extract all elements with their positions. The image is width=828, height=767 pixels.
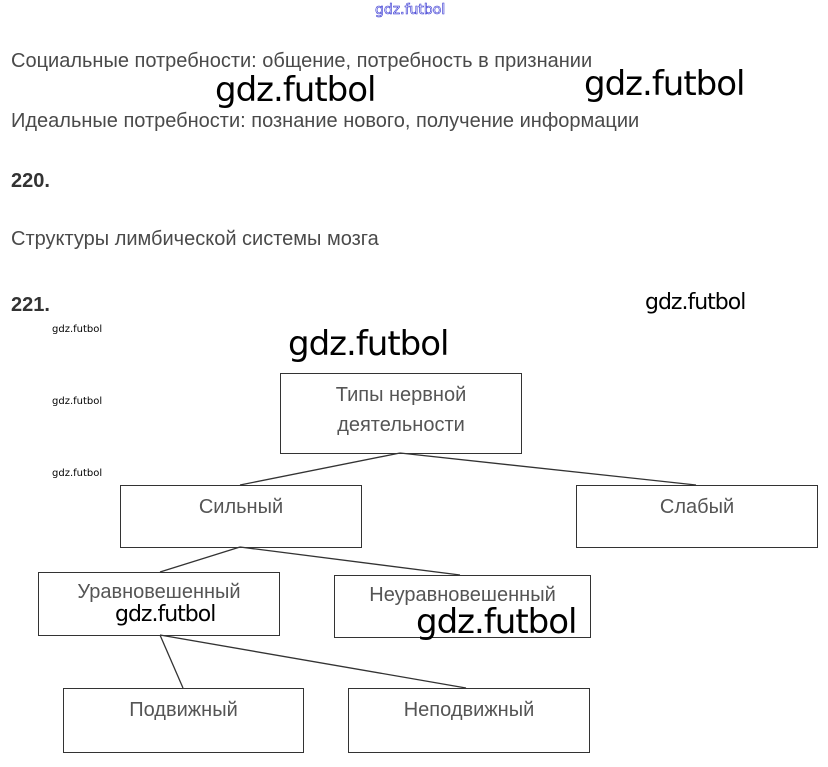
connector-root-strong [239, 452, 401, 486]
watermark-top: gdz.futbol [375, 2, 446, 19]
connector-balanced-mobile [159, 634, 184, 689]
task-number-220: 220. [11, 170, 50, 192]
connector-strong-balanced [159, 546, 241, 573]
watermark: gdz.futbol [584, 64, 745, 104]
ideal-needs-text: Идеальные потребности: познание нового, … [11, 110, 640, 132]
limbic-system-text: Структуры лимбической системы мозга [11, 228, 379, 250]
node-balanced: Уравновешенный [38, 572, 280, 636]
node-weak: Слабый [576, 485, 818, 548]
node-nervous-activity-types: Типы нервной деятельности [280, 373, 522, 454]
node-mobile: Подвижный [63, 688, 304, 753]
watermark: gdz.futbol [52, 324, 103, 335]
watermark: gdz.futbol [52, 396, 103, 407]
connector-root-weak [399, 452, 697, 486]
node-inert: Неподвижный [348, 688, 590, 753]
node-inert-label: Неподвижный [403, 699, 535, 721]
node-weak-label: Слабый [659, 496, 735, 518]
watermark: gdz.futbol [416, 602, 577, 642]
watermark: gdz.futbol [288, 324, 449, 364]
node-root-line2: деятельности [337, 414, 465, 436]
node-unbalanced: Неуравновешенный [334, 575, 591, 638]
node-strong-label: Сильный [198, 496, 284, 518]
node-unbalanced-label: Неуравновешенный [369, 584, 556, 606]
task-number-221: 221. [11, 294, 50, 316]
node-balanced-label: Уравновешенный [77, 581, 241, 603]
connector-strong-unbalanced [239, 546, 461, 576]
node-mobile-label: Подвижный [129, 699, 238, 721]
watermark: gdz.futbol [215, 70, 376, 110]
watermark: gdz.futbol [115, 602, 216, 627]
node-strong: Сильный [120, 485, 362, 548]
connector-balanced-inert [159, 634, 467, 689]
watermark: gdz.futbol [52, 468, 103, 479]
node-root-line1: Типы нервной [335, 384, 467, 406]
social-needs-text: Социальные потребности: общение, потребн… [11, 50, 593, 72]
watermark: gdz.futbol [645, 290, 746, 315]
